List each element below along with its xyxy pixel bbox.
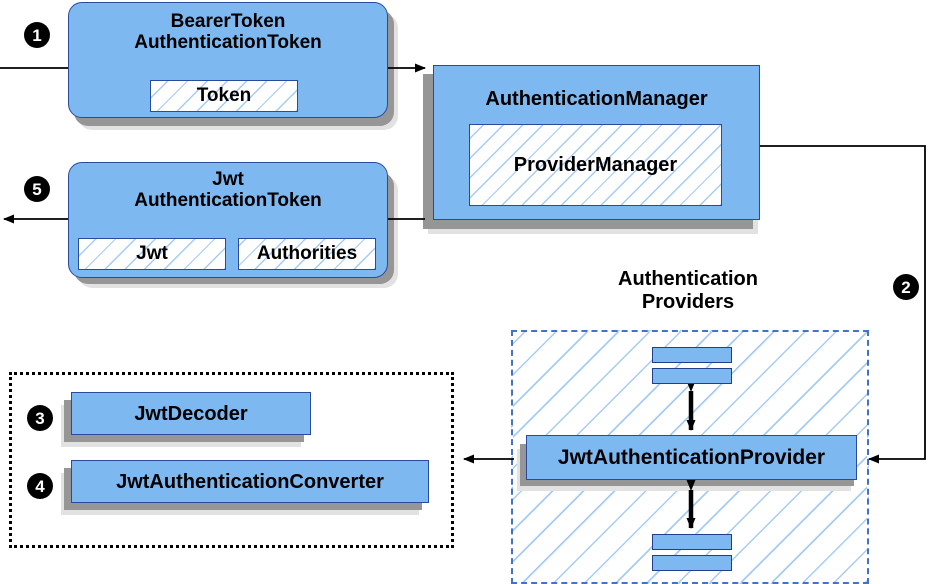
jwt-converter-title: JwtAuthenticationConverter xyxy=(116,470,384,493)
step-bullet-5: 5 xyxy=(24,176,50,202)
node-jwt-authentication-provider[interactable]: JwtAuthenticationProvider xyxy=(526,435,857,480)
slot-provider-manager: ProviderManager xyxy=(469,124,722,206)
jwt-provider-title: JwtAuthenticationProvider xyxy=(557,445,826,469)
node-jwt-decoder[interactable]: JwtDecoder xyxy=(71,392,311,435)
step-bullet-4: 4 xyxy=(27,473,53,499)
provider-bar-bottom-2 xyxy=(652,555,732,571)
provider-bar-top-1 xyxy=(652,347,732,363)
slot-token: Token xyxy=(150,80,298,112)
provider-bar-top-2 xyxy=(652,368,732,384)
step-bullet-1: 1 xyxy=(24,22,50,48)
jwt-decoder-title: JwtDecoder xyxy=(134,402,248,425)
jwt-token-title: Jwt AuthenticationToken xyxy=(134,169,322,211)
slot-authorities: Authorities xyxy=(238,238,376,270)
helper-components-group xyxy=(9,372,454,548)
auth-manager-title: AuthenticationManager xyxy=(485,88,708,110)
slot-jwt: Jwt xyxy=(78,238,226,270)
step-bullet-3: 3 xyxy=(27,405,53,431)
node-jwt-authentication-converter[interactable]: JwtAuthenticationConverter xyxy=(71,460,429,503)
step-bullet-2: 2 xyxy=(893,274,919,300)
provider-bar-bottom-1 xyxy=(652,534,732,550)
authentication-providers-caption: Authentication Providers xyxy=(618,268,758,313)
bearer-token-title: BearerToken AuthenticationToken xyxy=(134,11,322,53)
